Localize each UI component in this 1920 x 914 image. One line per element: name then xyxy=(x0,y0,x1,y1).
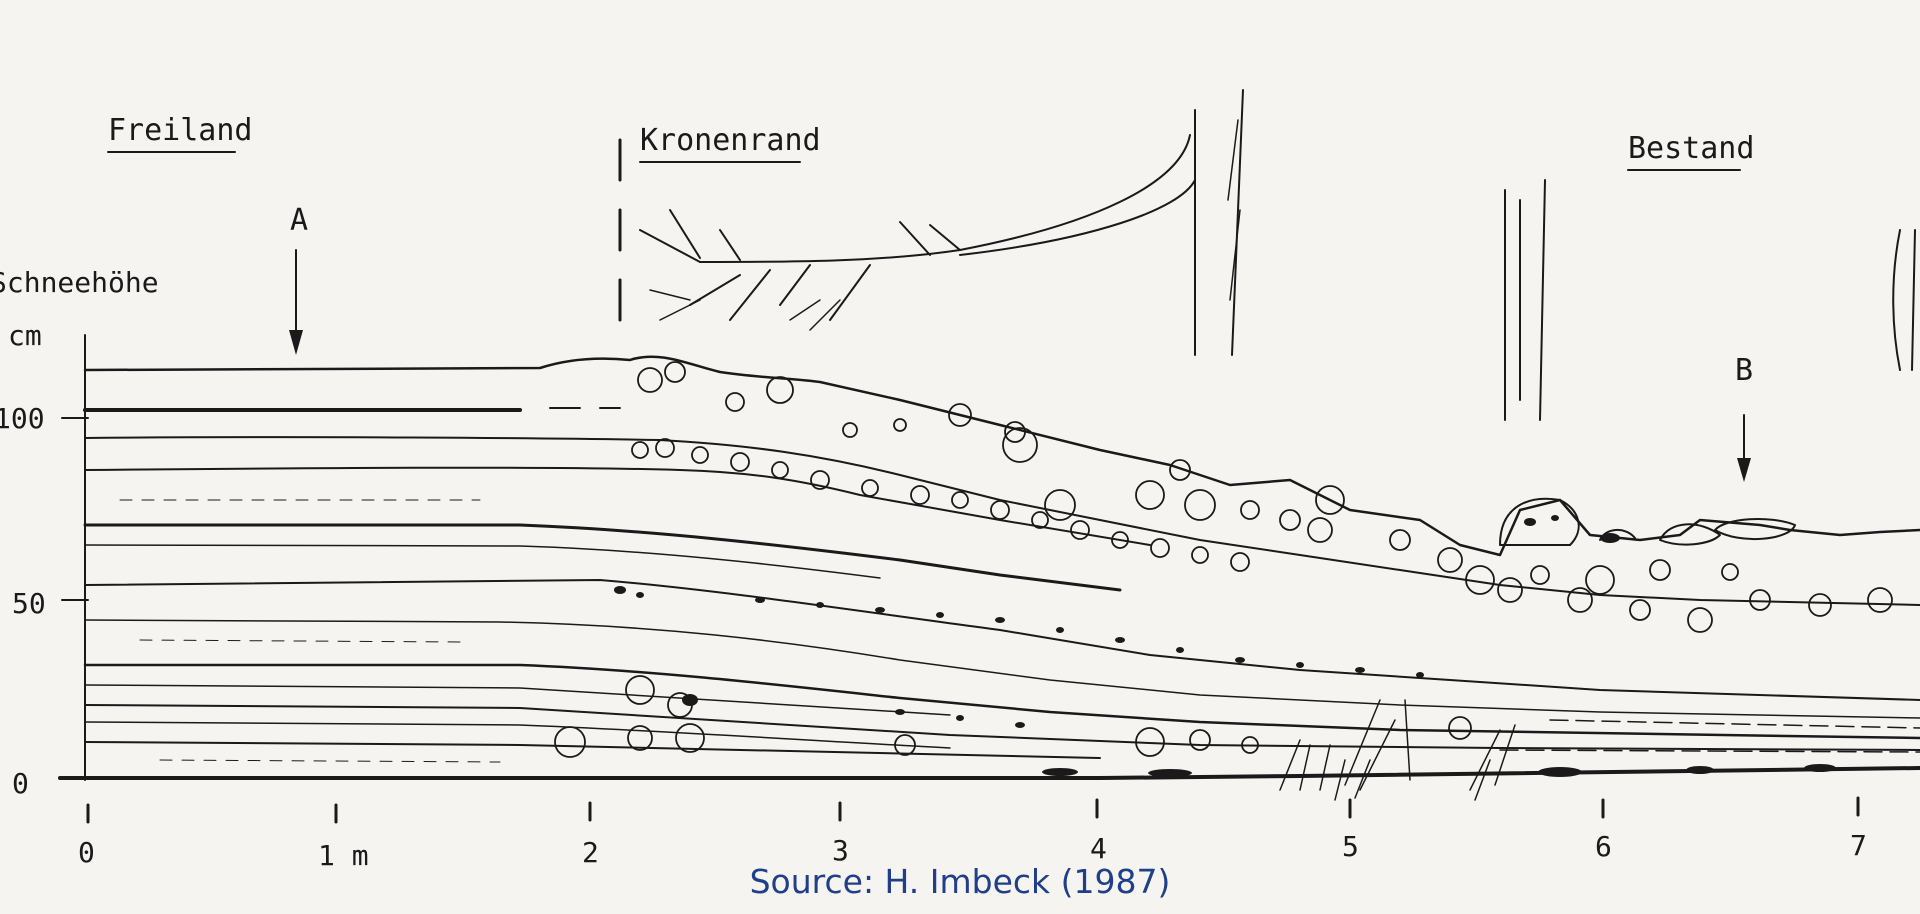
ground-vegetation xyxy=(1280,700,1515,800)
marker-a-arrowhead xyxy=(289,330,303,355)
marker-b-arrowhead xyxy=(1737,458,1751,482)
tree-trunks xyxy=(1195,90,1915,420)
y-axis-title: Schneehöhe xyxy=(0,266,159,299)
tree-branch-drawing xyxy=(640,135,1195,330)
x-tick-1m: 1 m xyxy=(318,839,369,872)
y-axis-unit: cm xyxy=(8,319,42,352)
marker-a-label: A xyxy=(290,203,308,238)
snow-layers xyxy=(85,408,1920,762)
marker-b-label: B xyxy=(1735,353,1753,388)
heading-kronenrand: Kronenrand xyxy=(640,123,821,158)
x-tick-5: 5 xyxy=(1342,830,1359,863)
x-tick-4: 4 xyxy=(1090,832,1107,865)
y-tick-50: 50 xyxy=(12,587,46,620)
x-tick-2: 2 xyxy=(582,836,599,869)
source-caption: Source: H. Imbeck (1987) xyxy=(750,862,1171,901)
snow-grains xyxy=(555,362,1892,757)
ice-fragments xyxy=(614,515,1836,777)
x-tick-0: 0 xyxy=(78,836,95,869)
y-tick-0: 0 xyxy=(12,767,29,800)
x-tick-7: 7 xyxy=(1850,829,1867,862)
heading-bestand: Bestand xyxy=(1628,131,1754,166)
x-tick-6: 6 xyxy=(1595,830,1612,863)
ground-line xyxy=(60,768,1920,778)
y-tick-100: 100 xyxy=(0,402,45,435)
x-tick-marks xyxy=(88,798,1858,822)
heading-freiland: Freiland xyxy=(108,113,253,148)
